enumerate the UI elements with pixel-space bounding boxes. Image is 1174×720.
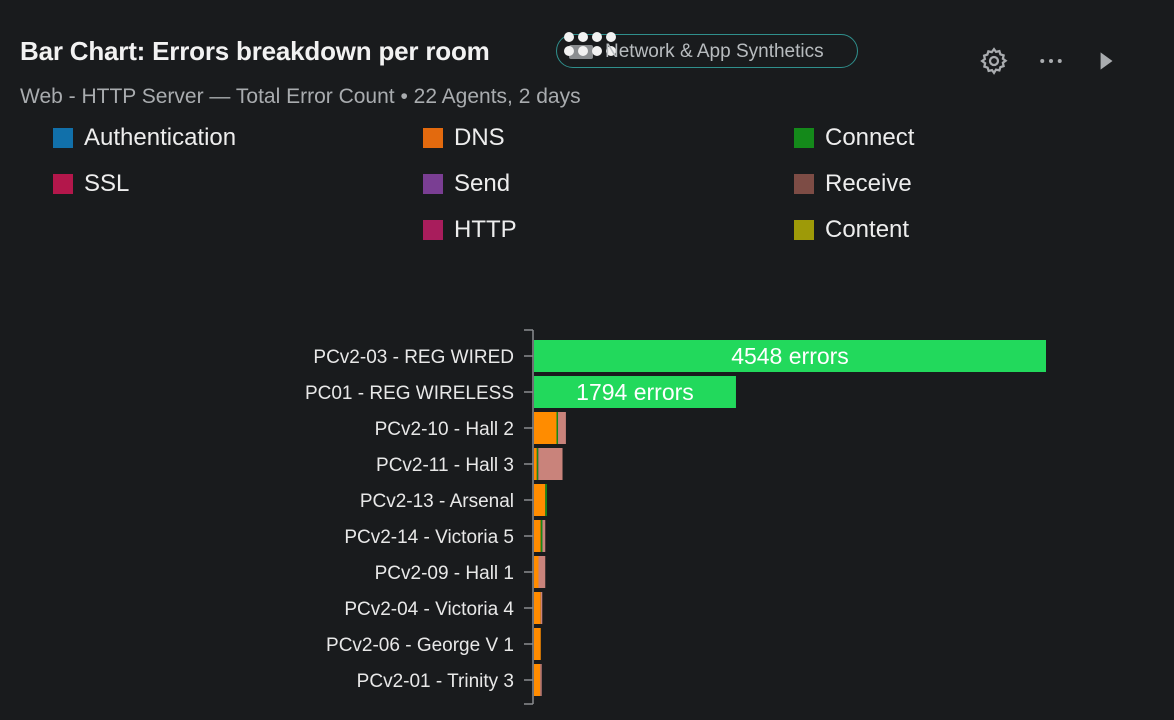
legend-item-http[interactable]: HTTP [423, 216, 517, 244]
bar-segment[interactable] [545, 484, 547, 516]
badge-label: Network & App Synthetics [605, 41, 824, 62]
legend-label: Content [825, 216, 910, 243]
bar-segment[interactable] [538, 556, 546, 588]
legend-label: Connect [825, 124, 915, 151]
y-tick-label: PCv2-04 - Victoria 4 [344, 599, 514, 620]
legend-swatch [794, 128, 814, 148]
legend-item-connect[interactable]: Connect [794, 124, 914, 152]
gear-icon [980, 47, 1008, 75]
legend-swatch [794, 174, 814, 194]
y-tick-label: PCv2-06 - George V 1 [326, 635, 514, 656]
bar-segment[interactable] [534, 340, 1046, 372]
legend-item-dns[interactable]: DNS [423, 124, 505, 152]
legend-label: Send [454, 170, 511, 197]
legend-label: Receive [825, 170, 912, 197]
legend-item-ssl[interactable]: SSL [53, 170, 129, 198]
bar-data-label: 4548 errors [731, 343, 849, 369]
dots-icon [564, 32, 616, 59]
bar-segment[interactable] [534, 376, 736, 408]
bar-segment[interactable] [534, 592, 541, 624]
legend-label: HTTP [454, 216, 517, 243]
y-tick-label: PCv2-10 - Hall 2 [375, 419, 514, 440]
bar-segment[interactable] [534, 556, 539, 588]
network-app-synthetics-badge[interactable]: Network & App Synthetics [556, 32, 858, 68]
bar-segment[interactable] [534, 448, 537, 480]
bar-data-label: 1794 errors [576, 379, 694, 405]
y-tick-label: PCv2-14 - Victoria 5 [344, 527, 514, 548]
bar-segment[interactable] [534, 628, 541, 660]
y-tick-label: PCv2-03 - REG WIRED [313, 347, 514, 368]
y-tick-label: PCv2-13 - Arsenal [360, 491, 514, 512]
play-icon [1100, 52, 1113, 70]
legend-swatch [423, 174, 443, 194]
bar-segment[interactable] [540, 664, 542, 696]
bar-segment[interactable] [534, 412, 557, 444]
play-button[interactable] [1090, 45, 1122, 77]
y-tick-label: PCv2-01 - Trinity 3 [357, 671, 514, 692]
legend-swatch [423, 128, 443, 148]
legend-label: Authentication [84, 124, 237, 151]
y-tick-label: PCv2-11 - Hall 3 [376, 455, 514, 476]
bar-segment[interactable] [540, 520, 543, 552]
bar-segment[interactable] [536, 448, 539, 480]
settings-button[interactable] [978, 45, 1010, 77]
legend-label: SSL [84, 170, 130, 197]
legend-item-authentication[interactable]: Authentication [53, 124, 236, 152]
bar-segment[interactable] [534, 664, 541, 696]
legend-swatch [53, 128, 73, 148]
bar-segment[interactable] [542, 520, 546, 552]
y-tick-label: PC01 - REG WIRELESS [305, 383, 514, 404]
legend-swatch [794, 220, 814, 240]
more-options-button[interactable] [1035, 45, 1067, 77]
legend-item-send[interactable]: Send [423, 170, 510, 198]
bar-segment[interactable] [538, 448, 563, 480]
bar-segment[interactable] [540, 592, 543, 624]
legend-swatch [423, 220, 443, 240]
legend-item-content[interactable]: Content [794, 216, 909, 244]
ellipsis-icon [1040, 59, 1062, 63]
chart-title: Bar Chart: Errors breakdown per room [20, 36, 490, 66]
legend-item-receive[interactable]: Receive [794, 170, 912, 198]
y-tick-label: PCv2-09 - Hall 1 [375, 563, 514, 584]
legend-label: DNS [454, 124, 505, 151]
bar-segment[interactable] [534, 484, 546, 516]
bar-segment[interactable] [556, 412, 559, 444]
bar-segment[interactable] [558, 412, 566, 444]
legend-swatch [53, 174, 73, 194]
bar-segment[interactable] [534, 520, 541, 552]
chart-subtitle: Web - HTTP Server — Total Error Count • … [20, 85, 581, 108]
